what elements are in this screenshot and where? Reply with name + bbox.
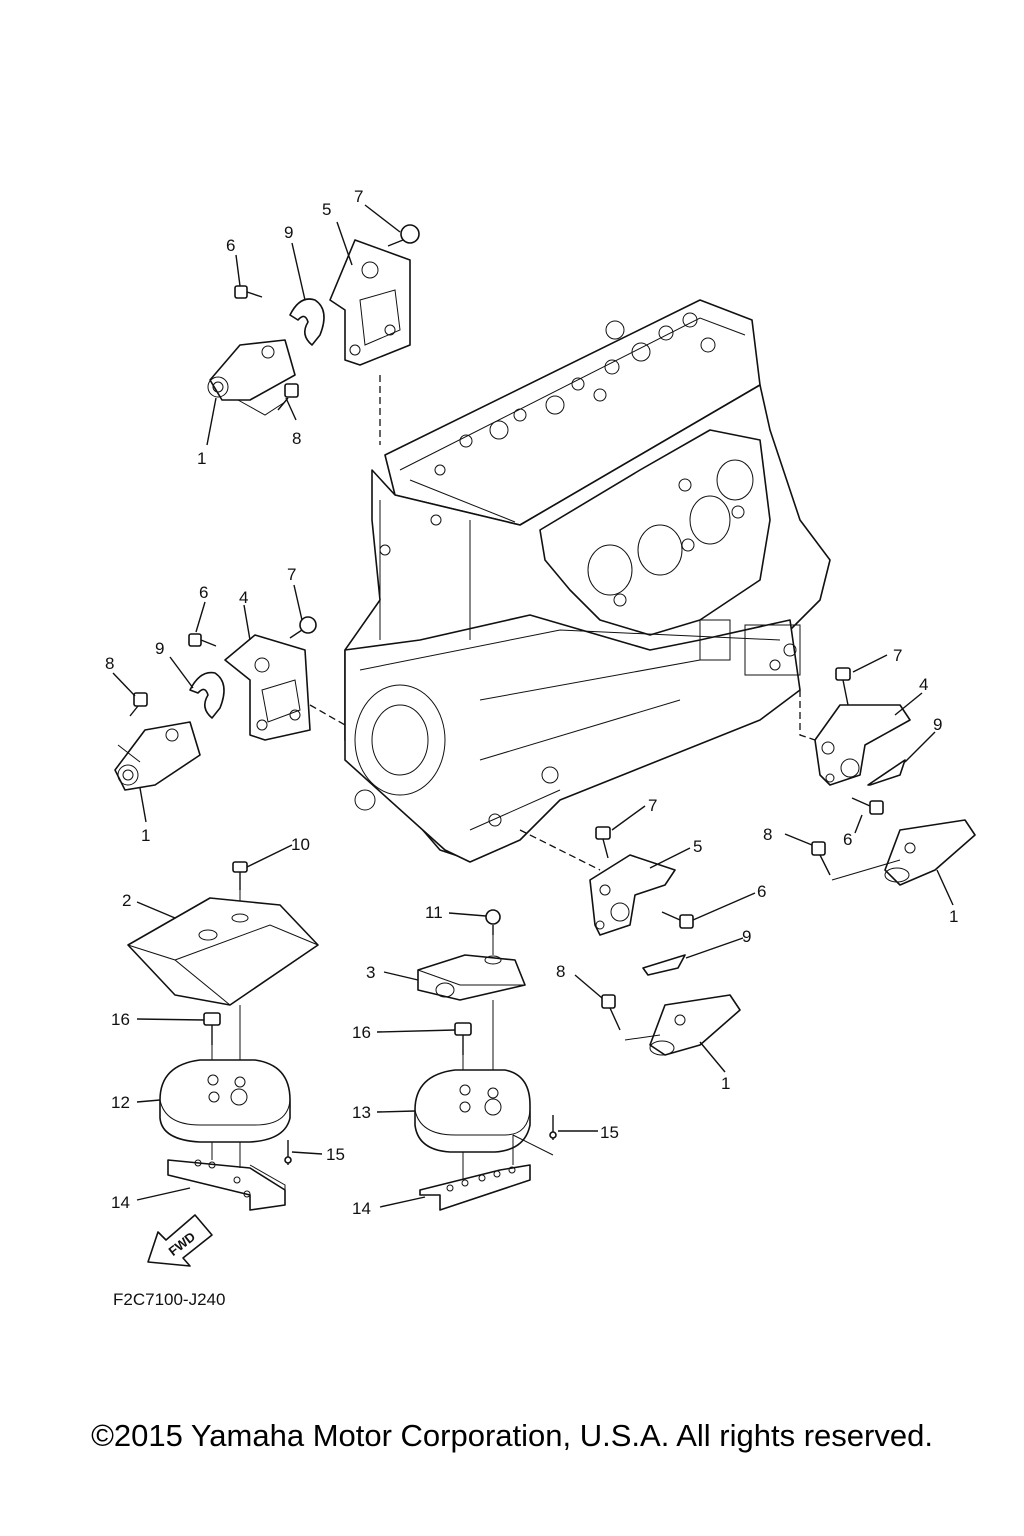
drawing-code: F2C7100-J240 [113,1290,226,1309]
alignment-lines [309,375,816,871]
callout-label: 9 [933,715,942,734]
callout-label: 11 [425,903,443,922]
callout-label: 3 [366,963,375,982]
callout-label: 8 [556,962,565,981]
callout-label: 14 [111,1193,130,1212]
copyright-notice: ©2015 Yamaha Motor Corporation, U.S.A. A… [91,1418,933,1453]
callout-label: 5 [322,200,331,219]
callout-label: 7 [648,796,657,815]
callout-label: 4 [919,675,928,694]
callout-label: 15 [600,1123,619,1142]
callout-label: 8 [292,429,301,448]
leader-lines [112,204,954,1208]
mount-group-right [811,667,976,886]
callout-label: 12 [111,1093,130,1112]
callout-label: 13 [352,1103,371,1122]
mount-stack-left [127,861,319,1211]
callout-label: 6 [843,830,852,849]
callout-label: 4 [239,588,248,607]
callout-label: 16 [352,1023,371,1042]
callout-label: 1 [721,1074,730,1093]
callout-label: 5 [693,837,702,856]
mount-group-upper-left [207,224,420,416]
callout-label: 7 [893,646,902,665]
callout-label: 9 [284,223,293,242]
callout-label: 10 [291,835,310,854]
callout-label: 15 [326,1145,345,1164]
callout-label: 7 [354,187,363,206]
callout-label: 7 [287,565,296,584]
callout-label: 6 [757,882,766,901]
callout-label: 2 [122,891,131,910]
callout-label: 8 [763,825,772,844]
callout-label: 14 [352,1199,371,1218]
mount-stack-center [414,909,557,1211]
callout-label: 9 [155,639,164,658]
mount-group-middle-left [114,616,317,791]
callout-label: 6 [199,583,208,602]
callout-label: 9 [742,927,751,946]
callout-labels: 1 1 1 1 2 3 4 4 5 5 6 6 6 6 7 7 7 7 8 8 … [105,187,958,1218]
callout-label: 16 [111,1010,130,1029]
fwd-arrow: FWD [147,1214,213,1267]
callout-label: 6 [226,236,235,255]
callout-label: 8 [105,654,114,673]
callout-label: 1 [141,826,150,845]
mount-group-center [589,826,741,1056]
callout-label: 1 [949,907,958,926]
engine-assembly [344,299,831,863]
callout-label: 1 [197,449,206,468]
